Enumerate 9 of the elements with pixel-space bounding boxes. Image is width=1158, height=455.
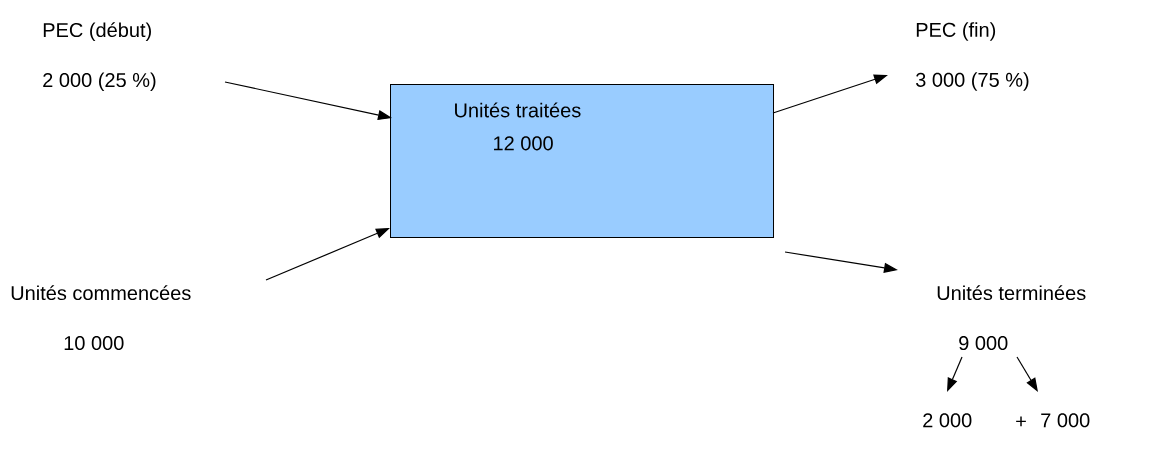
text-label: Unités terminées 9 000 (937, 285, 1086, 351)
text-label: 2 000 (923, 413, 972, 428)
plus-sign: + (1016, 416, 1026, 427)
text-label: PEC (fin) 3 000 (75 %) (916, 22, 1029, 91)
process-box: Unités traitées 12 000 (390, 84, 774, 238)
text-label: PEC (début) 2 000 (25 %) (43, 22, 156, 92)
text-label: 7 000 (1041, 413, 1090, 428)
arrow (1016, 356, 1038, 392)
text-label: Unités commencées 10 000 (11, 285, 191, 351)
